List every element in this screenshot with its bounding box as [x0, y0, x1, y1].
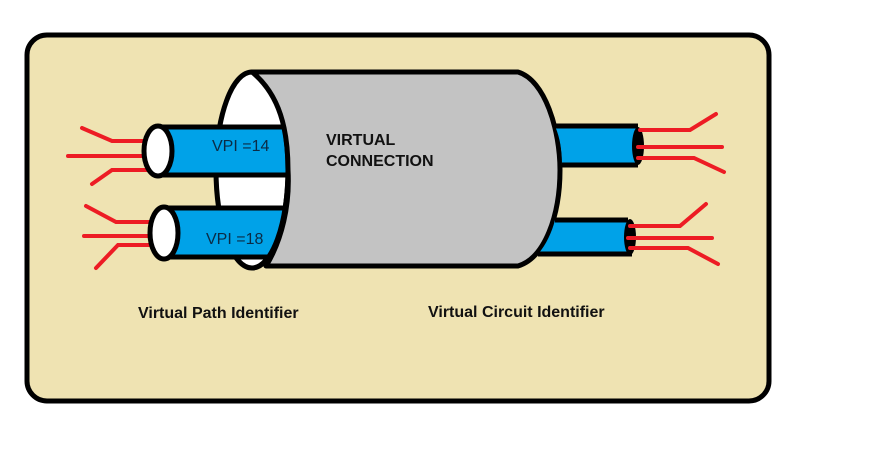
caption-virtual-path-identifier: Virtual Path Identifier [138, 305, 299, 322]
vpi-14-cable [141, 123, 292, 179]
vpi-14-label: VPI =14 [212, 138, 269, 155]
cable-end [147, 204, 181, 262]
virtual-connection-cylinder [249, 69, 563, 269]
wire [628, 246, 720, 266]
connection-label-line1: VIRTUAL [326, 132, 396, 149]
wire [636, 156, 726, 174]
right-wires-top [636, 112, 726, 174]
connection-label-line2: CONNECTION [326, 153, 434, 170]
caption-virtual-circuit-identifier: Virtual Circuit Identifier [428, 304, 605, 321]
vpi-18-label: VPI =18 [206, 231, 263, 248]
wire [628, 202, 708, 228]
vci-cable-top [555, 123, 644, 168]
vpi-18-cable [147, 204, 292, 262]
right-wires-bottom [626, 202, 720, 266]
wire [638, 112, 718, 132]
cable-end [141, 123, 175, 179]
